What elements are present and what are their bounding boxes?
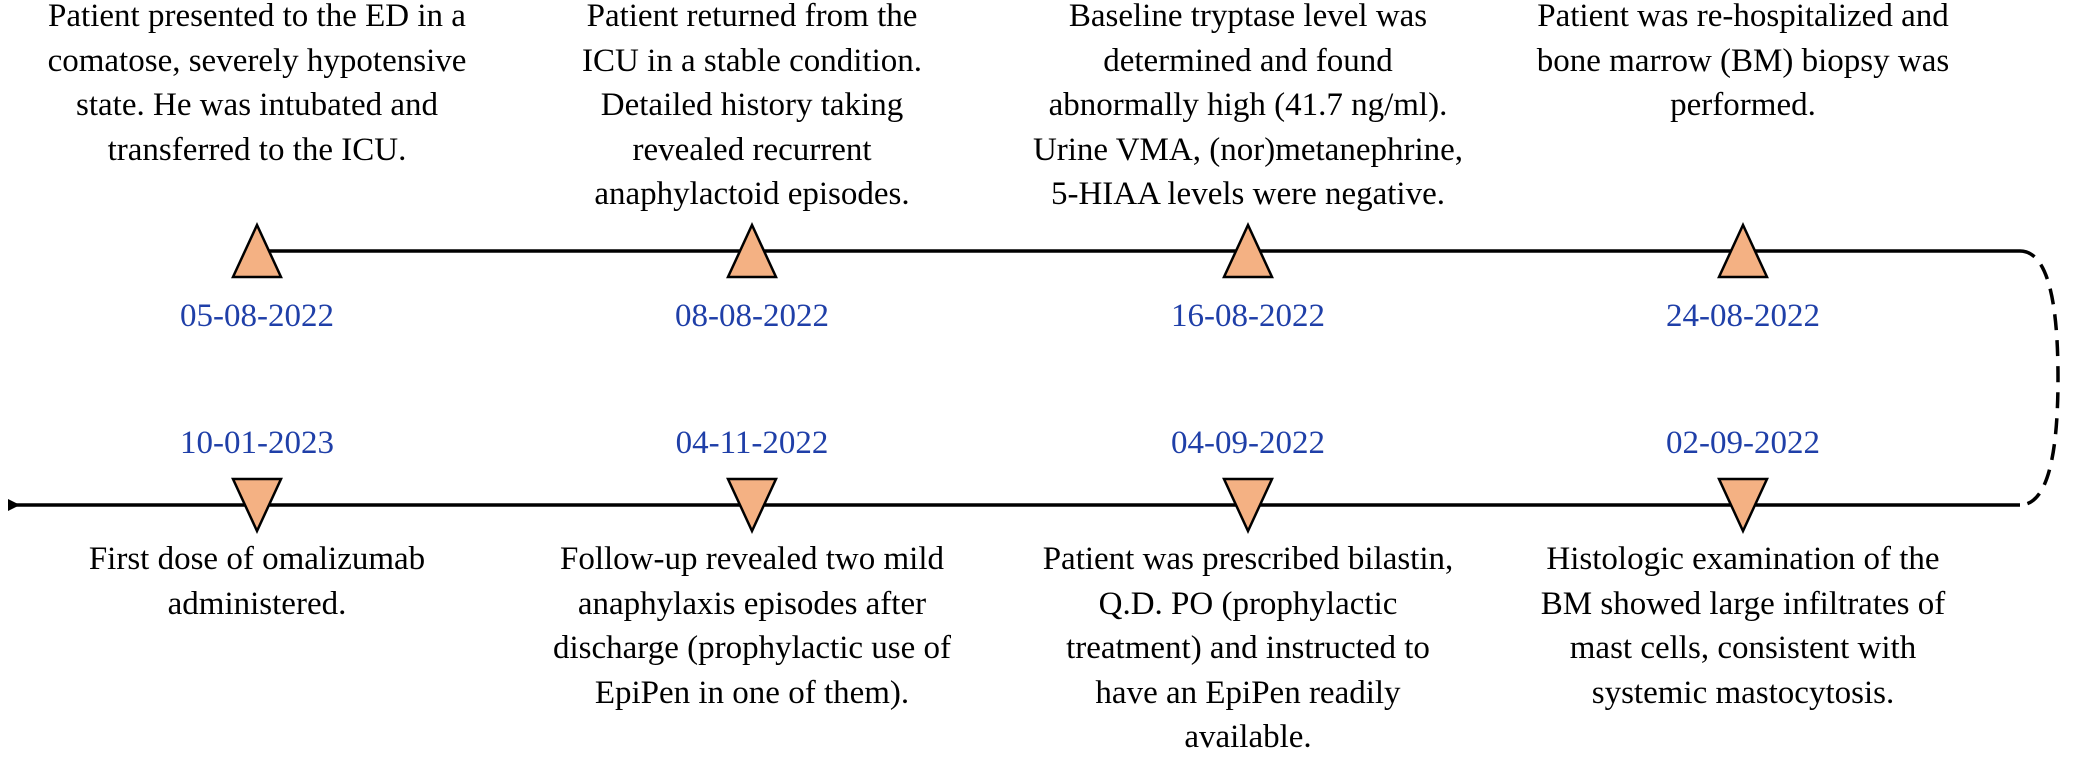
description-line: have an EpiPen readily (1095, 674, 1401, 711)
event-description-bottom-3: Patient was prescribed bilastin, Q.D. PO … (1008, 537, 1488, 760)
description-line: anaphylaxis episodes after (577, 585, 927, 622)
description-line: treatment) and instructed to (1066, 630, 1430, 666)
description-line: available. (1184, 719, 1312, 755)
description-line: EpiPen in one of them). (594, 674, 910, 711)
description-line: abnormally high (41.7 ng/ml). (1048, 87, 1448, 123)
description-line: ICU in a stable condition. (581, 42, 923, 79)
event-date-top-2: 08-08-2022 (675, 298, 829, 334)
description-line: state. He was intubated and (76, 87, 438, 123)
event-marker-down-1 (231, 477, 283, 534)
description-line: anaphylactoid episodes. (594, 176, 910, 212)
description-line: Q.D. PO (prophylactic (1098, 585, 1398, 622)
description-line: discharge (prophylactic use of (553, 630, 951, 666)
event-description-top-4: Patient was re-hospitalized and bone marr… (1503, 0, 1983, 128)
event-date-bottom-4: 02-09-2022 (1666, 425, 1820, 461)
description-line: Patient returned from the (586, 0, 918, 34)
event-date-bottom-2: 04-11-2022 (675, 425, 829, 461)
description-line: Follow-up revealed two mild (559, 541, 944, 577)
event-description-bottom-2: Follow-up revealed two mild anaphylaxis e… (512, 537, 992, 715)
event-marker-up-1 (231, 222, 283, 279)
description-line: comatose, severely hypotensive (47, 42, 467, 79)
description-line: Patient was prescribed bilastin, (1042, 541, 1454, 577)
event-marker-up-4 (1717, 222, 1769, 279)
event-date-top-1: 05-08-2022 (180, 298, 334, 334)
description-line: Patient presented to the ED in a (48, 0, 466, 34)
event-marker-up-2 (726, 222, 778, 279)
event-description-top-1: Patient presented to the ED in a comatose… (17, 0, 497, 172)
description-line: bone marrow (BM) biopsy was (1536, 42, 1950, 79)
description-line: mast cells, consistent with (1569, 630, 1917, 666)
event-description-top-3: Baseline tryptase level was determined an… (1008, 0, 1488, 217)
description-line: revealed recurrent (632, 131, 872, 168)
event-marker-up-3 (1222, 222, 1274, 279)
description-line: administered. (167, 585, 347, 622)
description-line: determined and found (1103, 42, 1393, 79)
dashed-connector-curve (2019, 249, 2060, 507)
event-date-top-4: 24-08-2022 (1666, 298, 1820, 334)
event-marker-down-3 (1222, 477, 1274, 534)
description-line: 5-HIAA levels were negative. (1050, 176, 1446, 212)
event-description-bottom-4: Histologic examination of the BM showed l… (1503, 537, 1983, 715)
description-line: performed. (1670, 87, 1816, 123)
description-line: BM showed large infiltrates of (1540, 585, 1946, 622)
description-line: Baseline tryptase level was (1068, 0, 1428, 34)
event-date-top-3: 16-08-2022 (1171, 298, 1325, 334)
event-marker-down-4 (1717, 477, 1769, 534)
description-line: Urine VMA, (nor)metanephrine, (1032, 131, 1464, 168)
event-marker-down-2 (726, 477, 778, 534)
description-line: Detailed history taking (600, 87, 904, 123)
description-line: Patient was re-hospitalized and (1537, 0, 1949, 34)
event-description-bottom-1: First dose of omalizumab administered. (17, 537, 497, 626)
description-line: transferred to the ICU. (107, 131, 407, 168)
description-line: systemic mastocytosis. (1591, 674, 1895, 711)
description-line: First dose of omalizumab (88, 541, 426, 577)
event-date-bottom-1: 10-01-2023 (180, 425, 334, 461)
event-date-bottom-3: 04-09-2022 (1171, 425, 1325, 461)
description-line: Histologic examination of the (1546, 541, 1940, 577)
